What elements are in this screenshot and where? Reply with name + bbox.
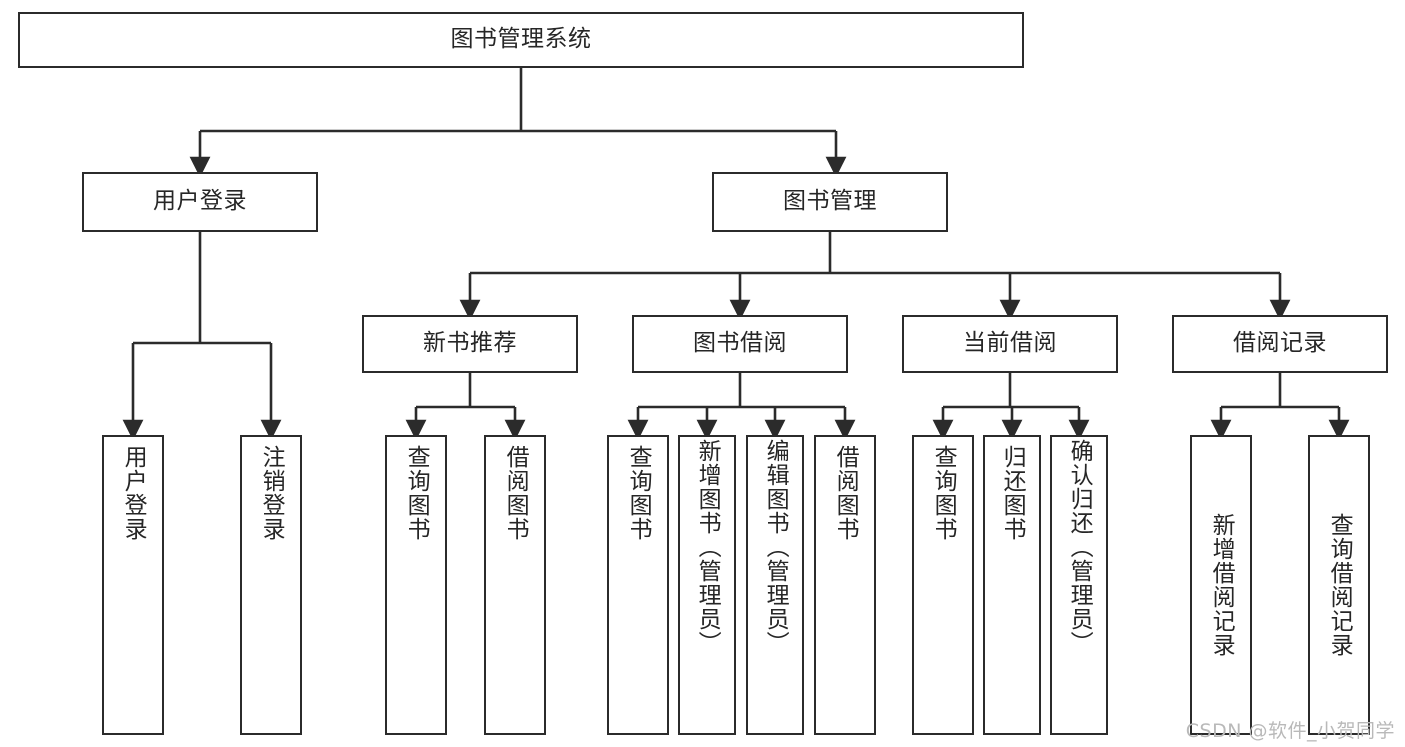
node-book-manage[interactable]: 图书管理 [712,172,948,232]
node-new-book-rec[interactable]: 新书推荐 [362,315,578,373]
node-leaf-cur-query-label: 查询图书 [930,445,957,541]
node-leaf-rec-add[interactable]: 新增借阅记录 [1190,435,1252,735]
node-book-borrow[interactable]: 图书借阅 [632,315,848,373]
node-leaf-rec-query2-label: 查询借阅记录 [1326,513,1353,657]
node-leaf-borrow-edit[interactable]: 编辑图书（管理员） [746,435,804,735]
node-leaf-borrow-add-label: 新增图书（管理员） [694,439,721,655]
node-leaf-rec-add-label: 新增借阅记录 [1208,513,1235,657]
node-root[interactable]: 图书管理系统 [18,12,1024,68]
node-leaf-borrow-add[interactable]: 新增图书（管理员） [678,435,736,735]
node-leaf-cur-return-label: 归还图书 [999,445,1026,541]
node-leaf-user-login-label: 用户登录 [120,445,147,541]
node-user-login-label: 用户登录 [153,188,247,215]
node-leaf-borrow-edit-label: 编辑图书（管理员） [762,439,789,655]
node-leaf-borrow-do[interactable]: 借阅图书 [814,435,876,735]
node-leaf-user-logout-label: 注销登录 [258,445,285,541]
node-user-login[interactable]: 用户登录 [82,172,318,232]
csdn-watermark: CSDN @软件_小贺同学 [1185,720,1395,742]
node-leaf-user-logout[interactable]: 注销登录 [240,435,302,735]
node-leaf-cur-return[interactable]: 归还图书 [983,435,1041,735]
node-current-borrow[interactable]: 当前借阅 [902,315,1118,373]
node-leaf-rec-query2[interactable]: 查询借阅记录 [1308,435,1370,735]
node-current-borrow-label: 当前借阅 [963,330,1057,357]
node-leaf-borrow-query-label: 查询图书 [625,445,652,541]
node-borrow-record[interactable]: 借阅记录 [1172,315,1388,373]
node-leaf-rec-borrow[interactable]: 借阅图书 [484,435,546,735]
node-leaf-rec-query-label: 查询图书 [403,445,430,541]
node-leaf-borrow-query[interactable]: 查询图书 [607,435,669,735]
node-leaf-cur-confirm-label: 确认归还（管理员） [1066,439,1093,655]
node-leaf-borrow-do-label: 借阅图书 [832,445,859,541]
node-root-label: 图书管理系统 [450,26,592,53]
node-leaf-user-login[interactable]: 用户登录 [102,435,164,735]
node-leaf-cur-confirm[interactable]: 确认归还（管理员） [1050,435,1108,735]
node-leaf-rec-query[interactable]: 查询图书 [385,435,447,735]
node-book-manage-label: 图书管理 [783,188,877,215]
node-book-borrow-label: 图书借阅 [693,330,787,357]
node-new-book-rec-label: 新书推荐 [423,330,517,357]
node-leaf-cur-query[interactable]: 查询图书 [912,435,974,735]
node-leaf-rec-borrow-label: 借阅图书 [502,445,529,541]
node-borrow-record-label: 借阅记录 [1233,330,1327,357]
